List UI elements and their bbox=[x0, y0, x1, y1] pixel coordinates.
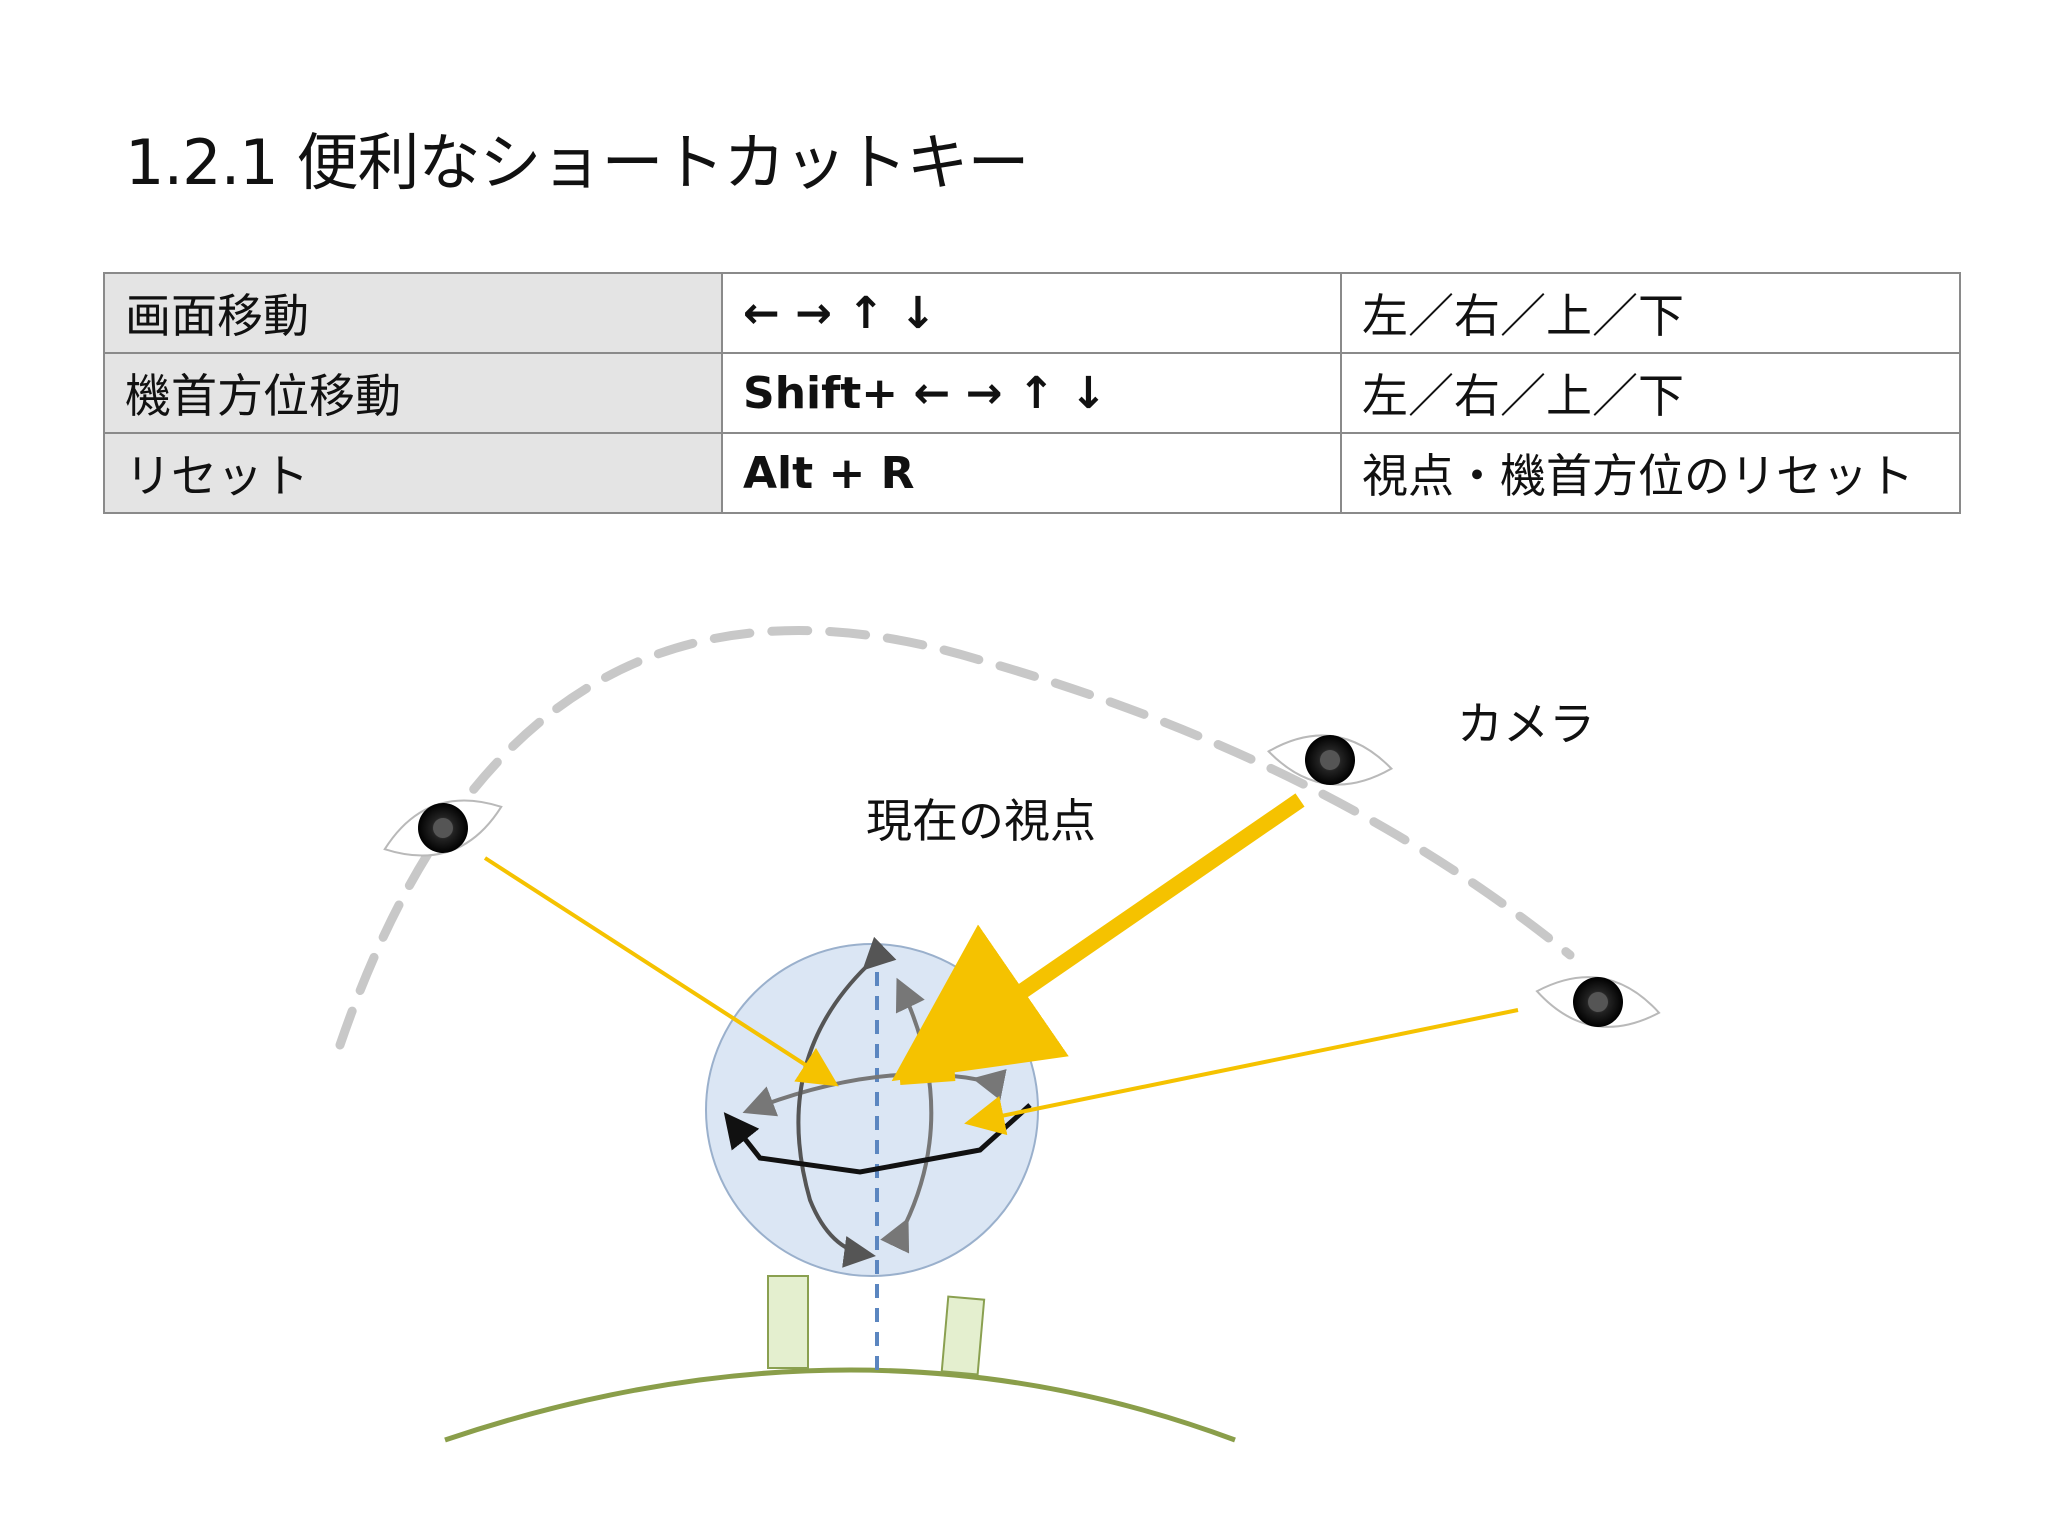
table-row: リセット Alt + R 視点・機首方位のリセット bbox=[103, 432, 1961, 514]
table-row: 画面移動 ← → ↑ ↓ 左／右／上／下 bbox=[103, 272, 1961, 354]
eye-icon bbox=[383, 799, 503, 857]
rotation-arrow-vertical-dark bbox=[796, 936, 897, 1268]
ray-current-camera bbox=[891, 793, 1305, 1082]
camera-orbit-arc bbox=[335, 626, 1575, 1050]
description-cell: 左／右／上／下 bbox=[1340, 272, 1961, 354]
keys-cell: ← → ↑ ↓ bbox=[721, 272, 1342, 354]
viewpoint-sphere bbox=[705, 943, 1039, 1277]
description-cell: 左／右／上／下 bbox=[1340, 352, 1961, 434]
keys-cell: Shift+ ← → ↑ ↓ bbox=[721, 352, 1342, 434]
eye-icon bbox=[1266, 734, 1394, 786]
viewpoint-label: 現在の視点 bbox=[866, 794, 1096, 848]
ground-arc bbox=[444, 1367, 1236, 1443]
description-cell: 視点・機首方位のリセット bbox=[1340, 432, 1961, 514]
ray-left-camera bbox=[483, 856, 839, 1087]
ray-current-target-bar bbox=[899, 1071, 956, 1085]
action-cell: 画面移動 bbox=[103, 272, 723, 354]
table-row: 機首方位移動 Shift+ ← → ↑ ↓ 左／右／上／下 bbox=[103, 352, 1961, 434]
shortcut-table: 画面移動 ← → ↑ ↓ 左／右／上／下 機首方位移動 Shift+ ← → ↑… bbox=[103, 272, 1961, 514]
keys-cell: Alt + R bbox=[721, 432, 1342, 514]
action-cell: 機首方位移動 bbox=[103, 352, 723, 434]
action-cell: リセット bbox=[103, 432, 723, 514]
building-left bbox=[767, 1275, 809, 1369]
camera-label: カメラ bbox=[1457, 697, 1595, 751]
building-right bbox=[940, 1295, 986, 1376]
slide-title: 1.2.1 便利なショートカットキー bbox=[125, 126, 1029, 199]
eye-icon bbox=[1535, 976, 1661, 1028]
ray-right-camera bbox=[964, 1008, 1519, 1136]
